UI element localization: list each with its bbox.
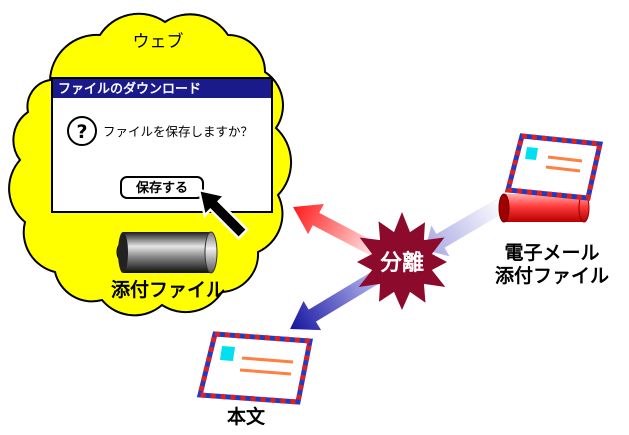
save-button-label: 保存する [135,180,188,196]
email-envelope-icon [504,133,604,201]
save-button: 保存する [120,176,204,199]
dialog-message: ファイルを保存しますか？ [103,124,253,139]
incoming-arrow [424,196,510,257]
question-glyph: ? [76,121,87,143]
envelope-line [547,155,583,163]
envelope-line [241,356,294,364]
question-icon: ? [67,116,97,146]
blue-arrow-to-body [290,270,382,331]
starburst-icon: 分離 [357,212,447,310]
arrow-cursor-icon [197,188,249,240]
red-arrow-to-web [293,203,379,257]
cylinder-body [123,232,211,273]
save-button-frame [120,176,204,199]
dialog-title: ファイルのダウンロード [58,81,201,97]
cloud-label: ウェブ [133,31,184,52]
email-label-line2: 添付ファイル [495,264,609,287]
email-label-line1: 電子メール [504,242,599,264]
envelope-line [239,368,292,376]
body-label: 本文 [227,405,266,428]
envelope-line [545,165,581,173]
starburst-shape [357,212,447,310]
body-envelope-icon [196,331,313,405]
stamp-icon [525,147,538,160]
web-attachment-label: 添付ファイル [111,278,225,301]
dialog-title-bar [53,79,271,98]
stamp-icon [220,346,235,361]
cylinder-icon [116,231,218,274]
download-dialog: ファイルのダウンロード ? ファイルを保存しますか？ 保存する [51,77,273,240]
separator-label: 分離 [380,250,424,276]
